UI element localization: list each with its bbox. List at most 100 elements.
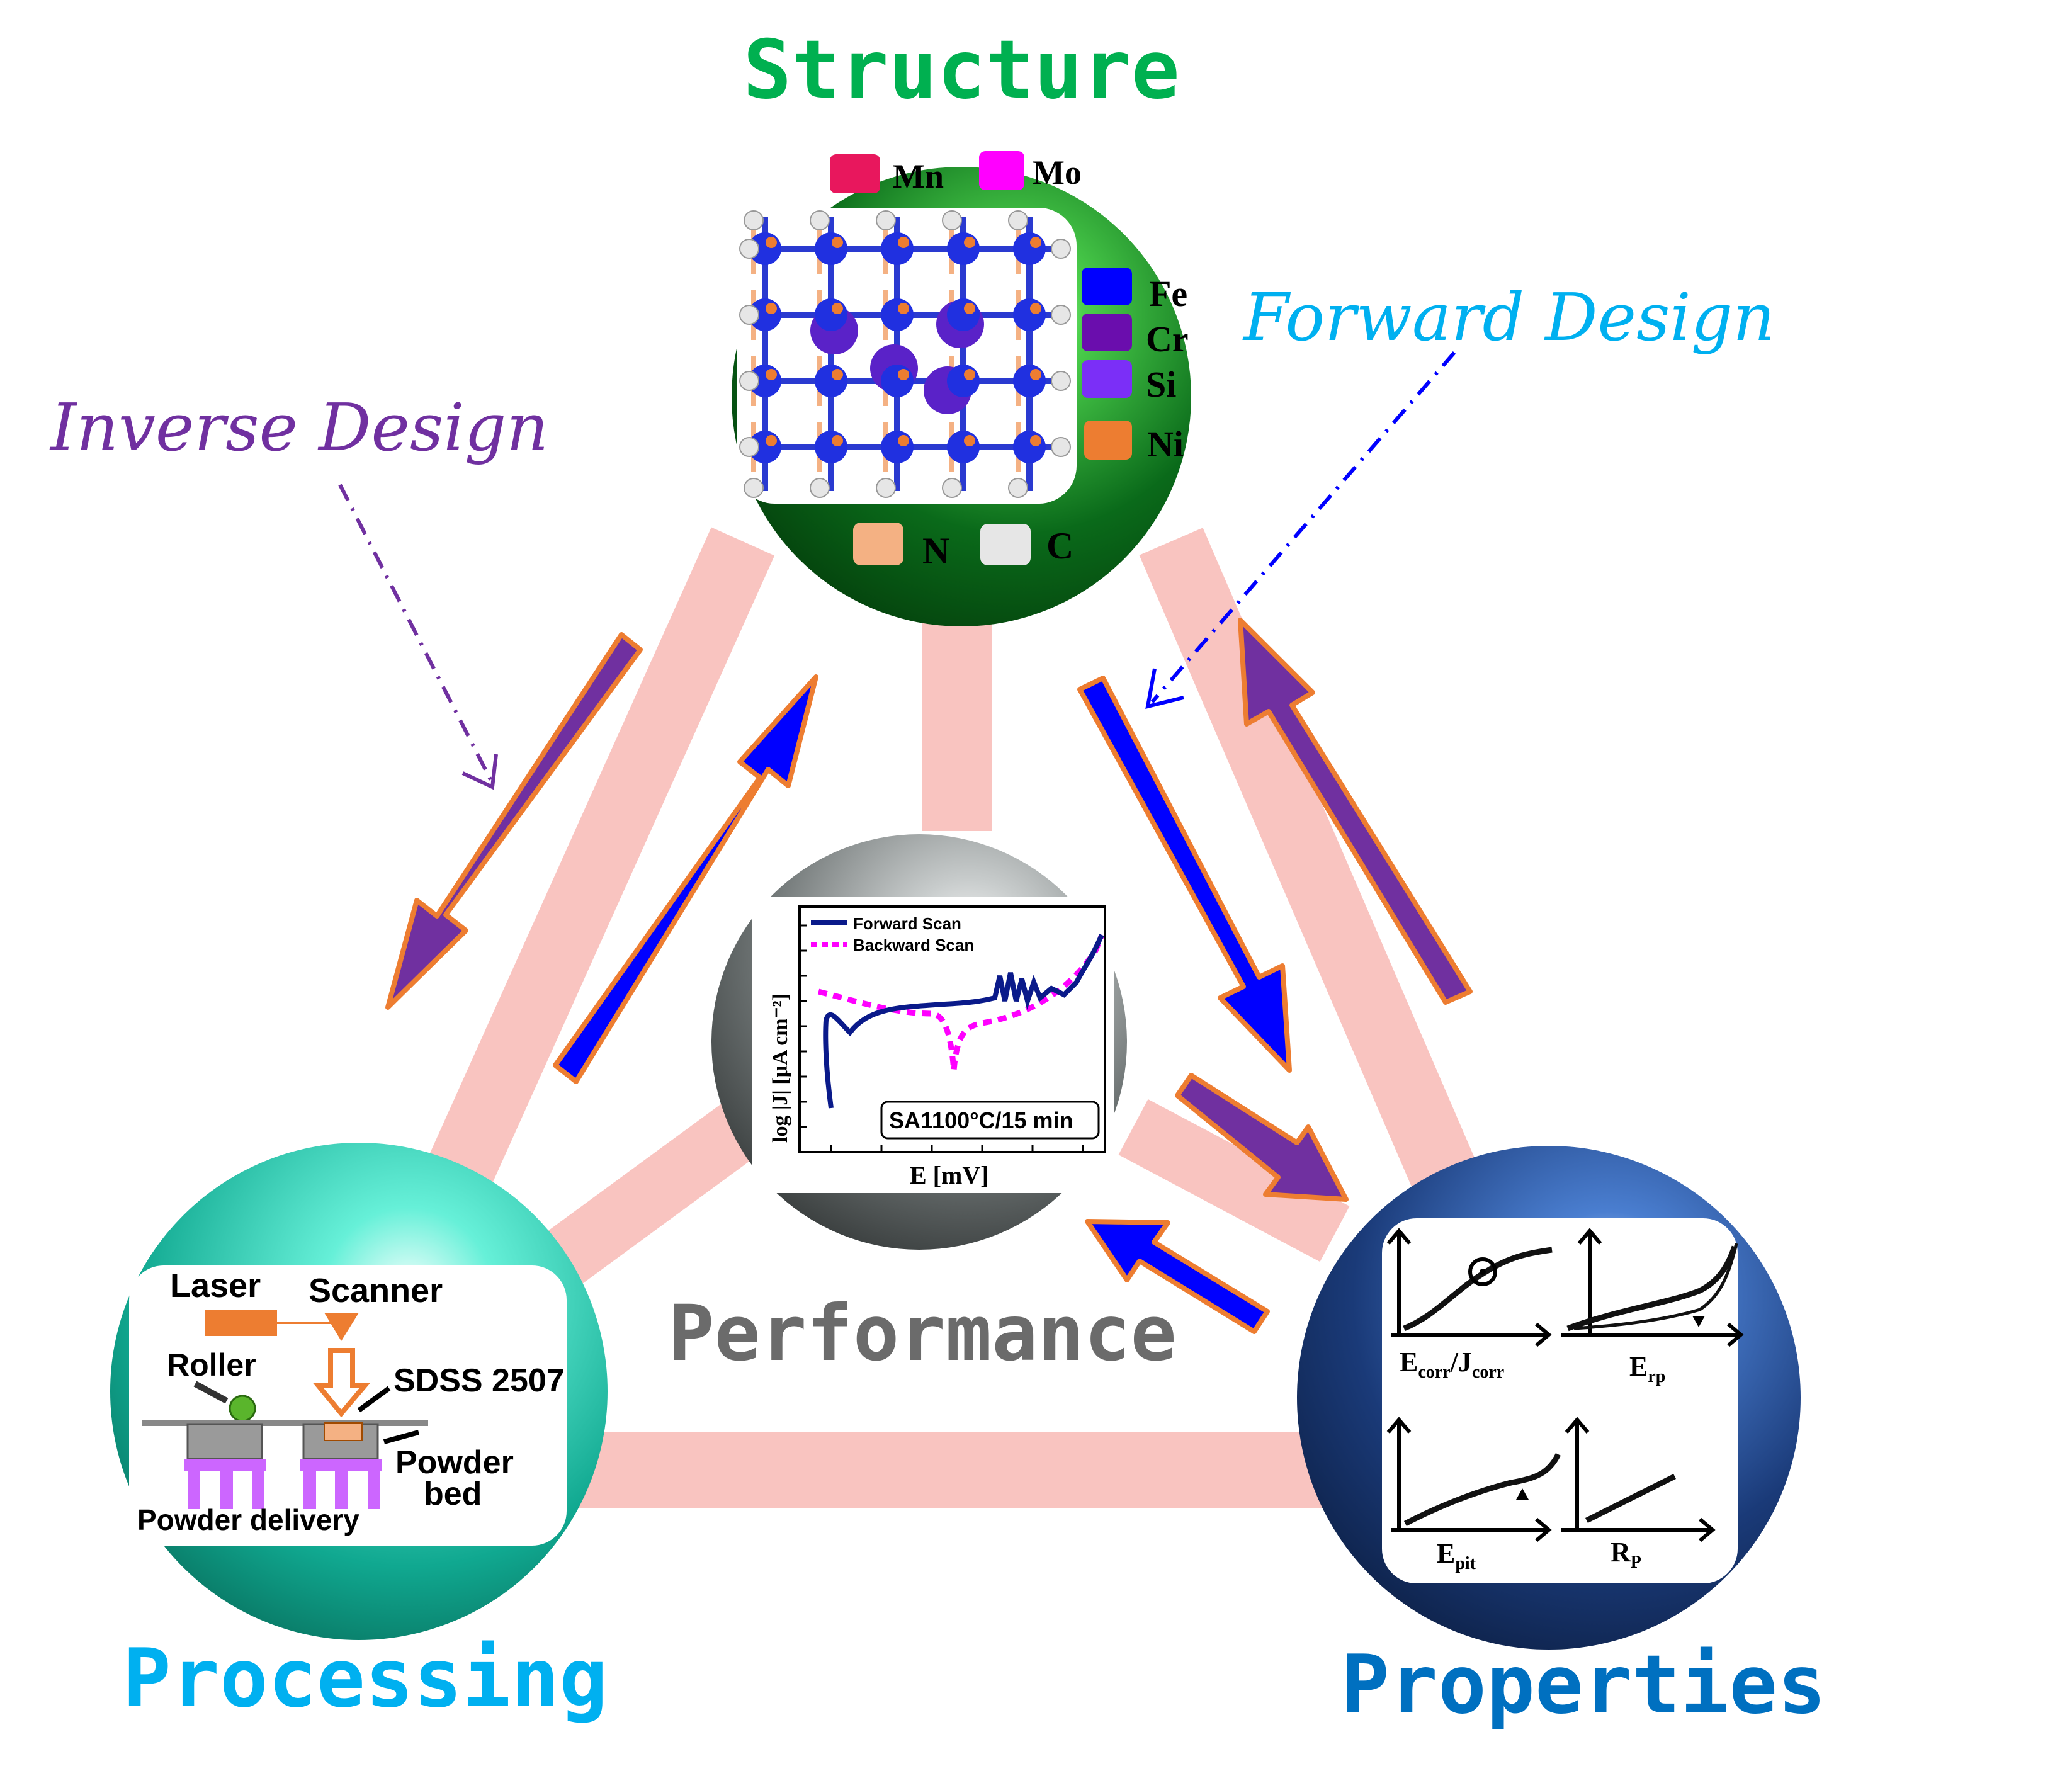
laser-source [205,1310,277,1336]
annotation-pointers [338,351,1456,790]
arrow-processing-to-structure [553,674,818,1084]
beam-arrow [312,1348,371,1418]
element-legend: Mn Mo Fe Cr Si Ni N C [830,151,1189,572]
fe-atom [947,298,980,331]
c-atom [739,371,759,391]
c-atom [1051,305,1071,325]
scanner-label: Scanner [309,1272,443,1310]
material-pointer [357,1386,391,1413]
c-atom [876,210,896,230]
inverse-design-pointer [338,484,493,782]
forward-design-label: Forward Design [1242,279,1775,356]
ni-atom [898,237,909,248]
label-epit: Epit [1437,1538,1476,1573]
c-atom [1051,371,1071,391]
ecorr-marker-dot [1480,1269,1486,1275]
arrow-properties-to-performance [1085,1219,1270,1334]
ni-atom [964,237,975,248]
ni-atom [766,435,777,446]
ni-atom [832,435,843,446]
chart-xlabel: E [mV] [910,1161,989,1189]
legend-label-mn: Mn [893,157,944,195]
properties-title: Properties [1341,1638,1826,1732]
legend-swatch-fe [1082,268,1132,305]
fe-atom [947,431,980,463]
legend-label-mo: Mo [1033,154,1082,191]
properties-panel: Ecorr/Jcorr Erp Epit RP [1382,1218,1744,1583]
fe-atom [1013,431,1046,463]
legend-label-si: Si [1146,364,1176,405]
roller-icon [229,1395,256,1422]
design-arrows [385,618,1473,1334]
powder-bed-pointer [383,1430,420,1444]
connector-bars [402,527,1499,1508]
ni-atom [766,303,777,314]
c-atom [810,478,830,498]
ni-atom [1030,303,1041,314]
ecorr-marker [1468,1257,1497,1286]
ni-atom [898,303,909,314]
inverse-design-label: Inverse Design [49,389,548,466]
forward-scan-curve [823,934,1104,1109]
fe-atom [1013,365,1046,397]
roller-pointer [193,1381,229,1404]
legend-label-cr: Cr [1146,319,1189,359]
ni-atom [1030,369,1041,380]
connector-structure-properties [1139,528,1499,1242]
crystal-structure [739,210,1071,498]
ni-atom [1030,435,1041,446]
powder-delivery-label: Powder delivery [137,1503,359,1536]
fe-atom [815,431,847,463]
c-atom [942,478,962,498]
inverse-design-pointer-head [461,754,498,790]
powder-delivery-bed [186,1423,263,1460]
processing-title: Processing [123,1632,608,1726]
material-label: SDSS 2507 [393,1362,565,1399]
powder-bed-label-2: bed [424,1476,482,1512]
laser-label: Laser [170,1267,261,1305]
chart-plot-area [798,905,1106,1153]
processing-panel: Laser Scanner Roller SDSS 2507 Powder be… [129,1265,567,1546]
fe-atom [815,232,847,265]
build-part [324,1422,363,1441]
fe-atom [1013,298,1046,331]
label-erp: Erp [1629,1351,1665,1386]
fe-atom [1013,232,1046,265]
fe-atom [881,365,914,397]
c-atom [739,437,759,457]
ni-atom [832,303,843,314]
c-atom [1008,478,1028,498]
structure-title: Structure [743,23,1180,117]
legend-label-ni: Ni [1147,424,1184,465]
arrow-structure-to-processing [385,632,643,1010]
forward-design-pointer-head [1145,668,1184,710]
fe-atom [881,298,914,331]
legend-swatch-ni [1084,421,1132,460]
connector-performance-properties [1118,1099,1350,1262]
chart-ticks [800,924,1084,1152]
fe-atom [881,431,914,463]
arrow-properties-to-structure [1238,618,1473,1005]
forward-design-pointer [1150,351,1456,703]
rp-curve [1585,1473,1677,1524]
roller-label: Roller [167,1347,256,1383]
legend-label-n: N [922,530,949,572]
performance-title: Performance [668,1289,1177,1378]
ni-atom [964,369,975,380]
c-atom [739,239,759,259]
scanner-head [324,1313,359,1341]
c-atom [1051,437,1071,457]
fe-atom [947,232,980,265]
legend-forward-label: Forward Scan [853,914,961,933]
arrow-structure-to-properties [1077,676,1292,1073]
legend-label-fe: Fe [1149,273,1187,314]
ni-atom [832,369,843,380]
fe-atom [815,365,847,397]
legend-swatch-c [980,524,1031,565]
c-atom [810,210,830,230]
erp-marker [1692,1316,1705,1327]
c-atom [1008,210,1028,230]
legend-swatch-n [853,523,903,565]
ni-atom [766,237,777,248]
